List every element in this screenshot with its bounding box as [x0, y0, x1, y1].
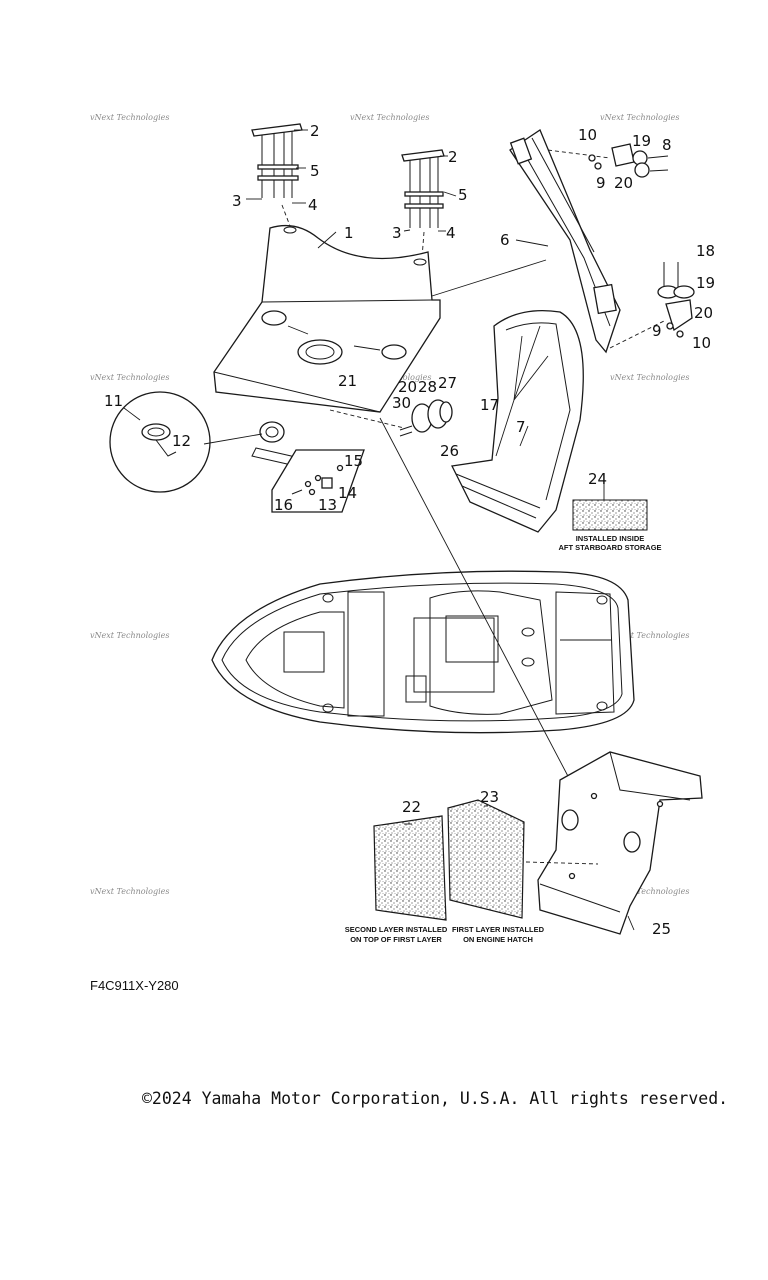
callout-19: 19 — [632, 132, 651, 150]
note-second-layer-line2: ON TOP OF FIRST LAYER — [350, 935, 442, 944]
copyright-notice: ©2024 Yamaha Motor Corporation, U.S.A. A… — [142, 1089, 729, 1108]
note-first-layer-line2: ON ENGINE HATCH — [463, 935, 533, 944]
engine-hatch-25 — [525, 751, 703, 935]
callout-20: 20 — [614, 174, 633, 192]
callout-2: 2 — [310, 122, 320, 140]
leader-line-hatch — [379, 417, 571, 781]
watermark: vNext Technologies — [90, 113, 169, 122]
callout-leaders — [123, 129, 635, 931]
callout-9: 9 — [652, 322, 662, 340]
note-aft-storage-line1: INSTALLED INSIDE — [576, 534, 645, 543]
callout-1: 1 — [344, 224, 354, 242]
mat-24 — [572, 499, 648, 531]
callout-19: 19 — [696, 274, 715, 292]
callout-23: 23 — [480, 788, 499, 806]
detail-box-hardware — [271, 449, 365, 513]
callout-25: 25 — [652, 920, 671, 938]
callout-5: 5 — [458, 186, 468, 204]
mat-23 — [447, 799, 525, 919]
installation-notes: INSTALLED INSIDE AFT STARBOARD STORAGE S… — [345, 534, 662, 944]
callout-15: 15 — [344, 452, 363, 470]
callout-18: 18 — [696, 242, 715, 260]
cupholder-group — [329, 399, 453, 437]
watermark: vNext Technologies — [350, 113, 429, 122]
callout-3: 3 — [392, 224, 402, 242]
callout-21: 21 — [338, 372, 357, 390]
mat-22 — [373, 815, 447, 921]
watermark: vNext Technologies — [610, 373, 689, 382]
callout-6: 6 — [500, 231, 510, 249]
callout-24: 24 — [588, 470, 607, 488]
callout-10: 10 — [578, 126, 597, 144]
callout-27: 27 — [438, 374, 457, 392]
callout-20: 20 — [398, 378, 417, 396]
callout-10: 10 — [692, 334, 711, 352]
callout-26: 26 — [440, 442, 459, 460]
fastener-group-left — [251, 123, 303, 227]
latch-detail-11 — [109, 391, 301, 493]
callout-4: 4 — [446, 224, 456, 242]
boat-hull-topview — [211, 570, 635, 734]
watermark: vNext Technologies — [90, 631, 169, 640]
callout-9: 9 — [596, 174, 606, 192]
callout-13: 13 — [318, 496, 337, 514]
watermark: vNext Technologies — [610, 631, 689, 640]
callout-17: 17 — [480, 396, 499, 414]
watermark: vNext Technologies — [600, 113, 679, 122]
callout-11: 11 — [104, 392, 123, 410]
callout-20: 20 — [694, 304, 713, 322]
callout-8: 8 — [662, 136, 672, 154]
callout-28: 28 — [418, 378, 437, 396]
note-first-layer-line1: FIRST LAYER INSTALLED — [452, 925, 545, 934]
callout-2: 2 — [448, 148, 458, 166]
watermark: vNext Technologies — [90, 373, 169, 382]
callout-3: 3 — [232, 192, 242, 210]
callout-30: 30 — [392, 394, 411, 412]
note-aft-storage-line2: AFT STARBOARD STORAGE — [558, 543, 661, 552]
figure-code: F4C911X-Y280 — [90, 978, 179, 993]
watermark: vNext Technologies — [90, 887, 169, 896]
note-second-layer-line1: SECOND LAYER INSTALLED — [345, 925, 448, 934]
panel-1 — [213, 224, 441, 413]
callout-14: 14 — [338, 484, 357, 502]
callout-22: 22 — [402, 798, 421, 816]
callout-16: 16 — [274, 496, 293, 514]
callout-12: 12 — [172, 432, 191, 450]
callout-labels: 1 2 2 3 3 4 4 5 5 6 7 8 9 9 10 10 11 12 … — [104, 122, 715, 938]
watermark: vNext Technologies — [610, 887, 689, 896]
fastener-group-mid — [401, 149, 445, 259]
bracket-hardware-upper — [547, 143, 669, 178]
callout-7: 7 — [516, 418, 526, 436]
callout-5: 5 — [310, 162, 320, 180]
side-panel-7 — [451, 309, 584, 533]
bracket-hardware-lower — [609, 262, 695, 349]
callout-4: 4 — [308, 196, 318, 214]
